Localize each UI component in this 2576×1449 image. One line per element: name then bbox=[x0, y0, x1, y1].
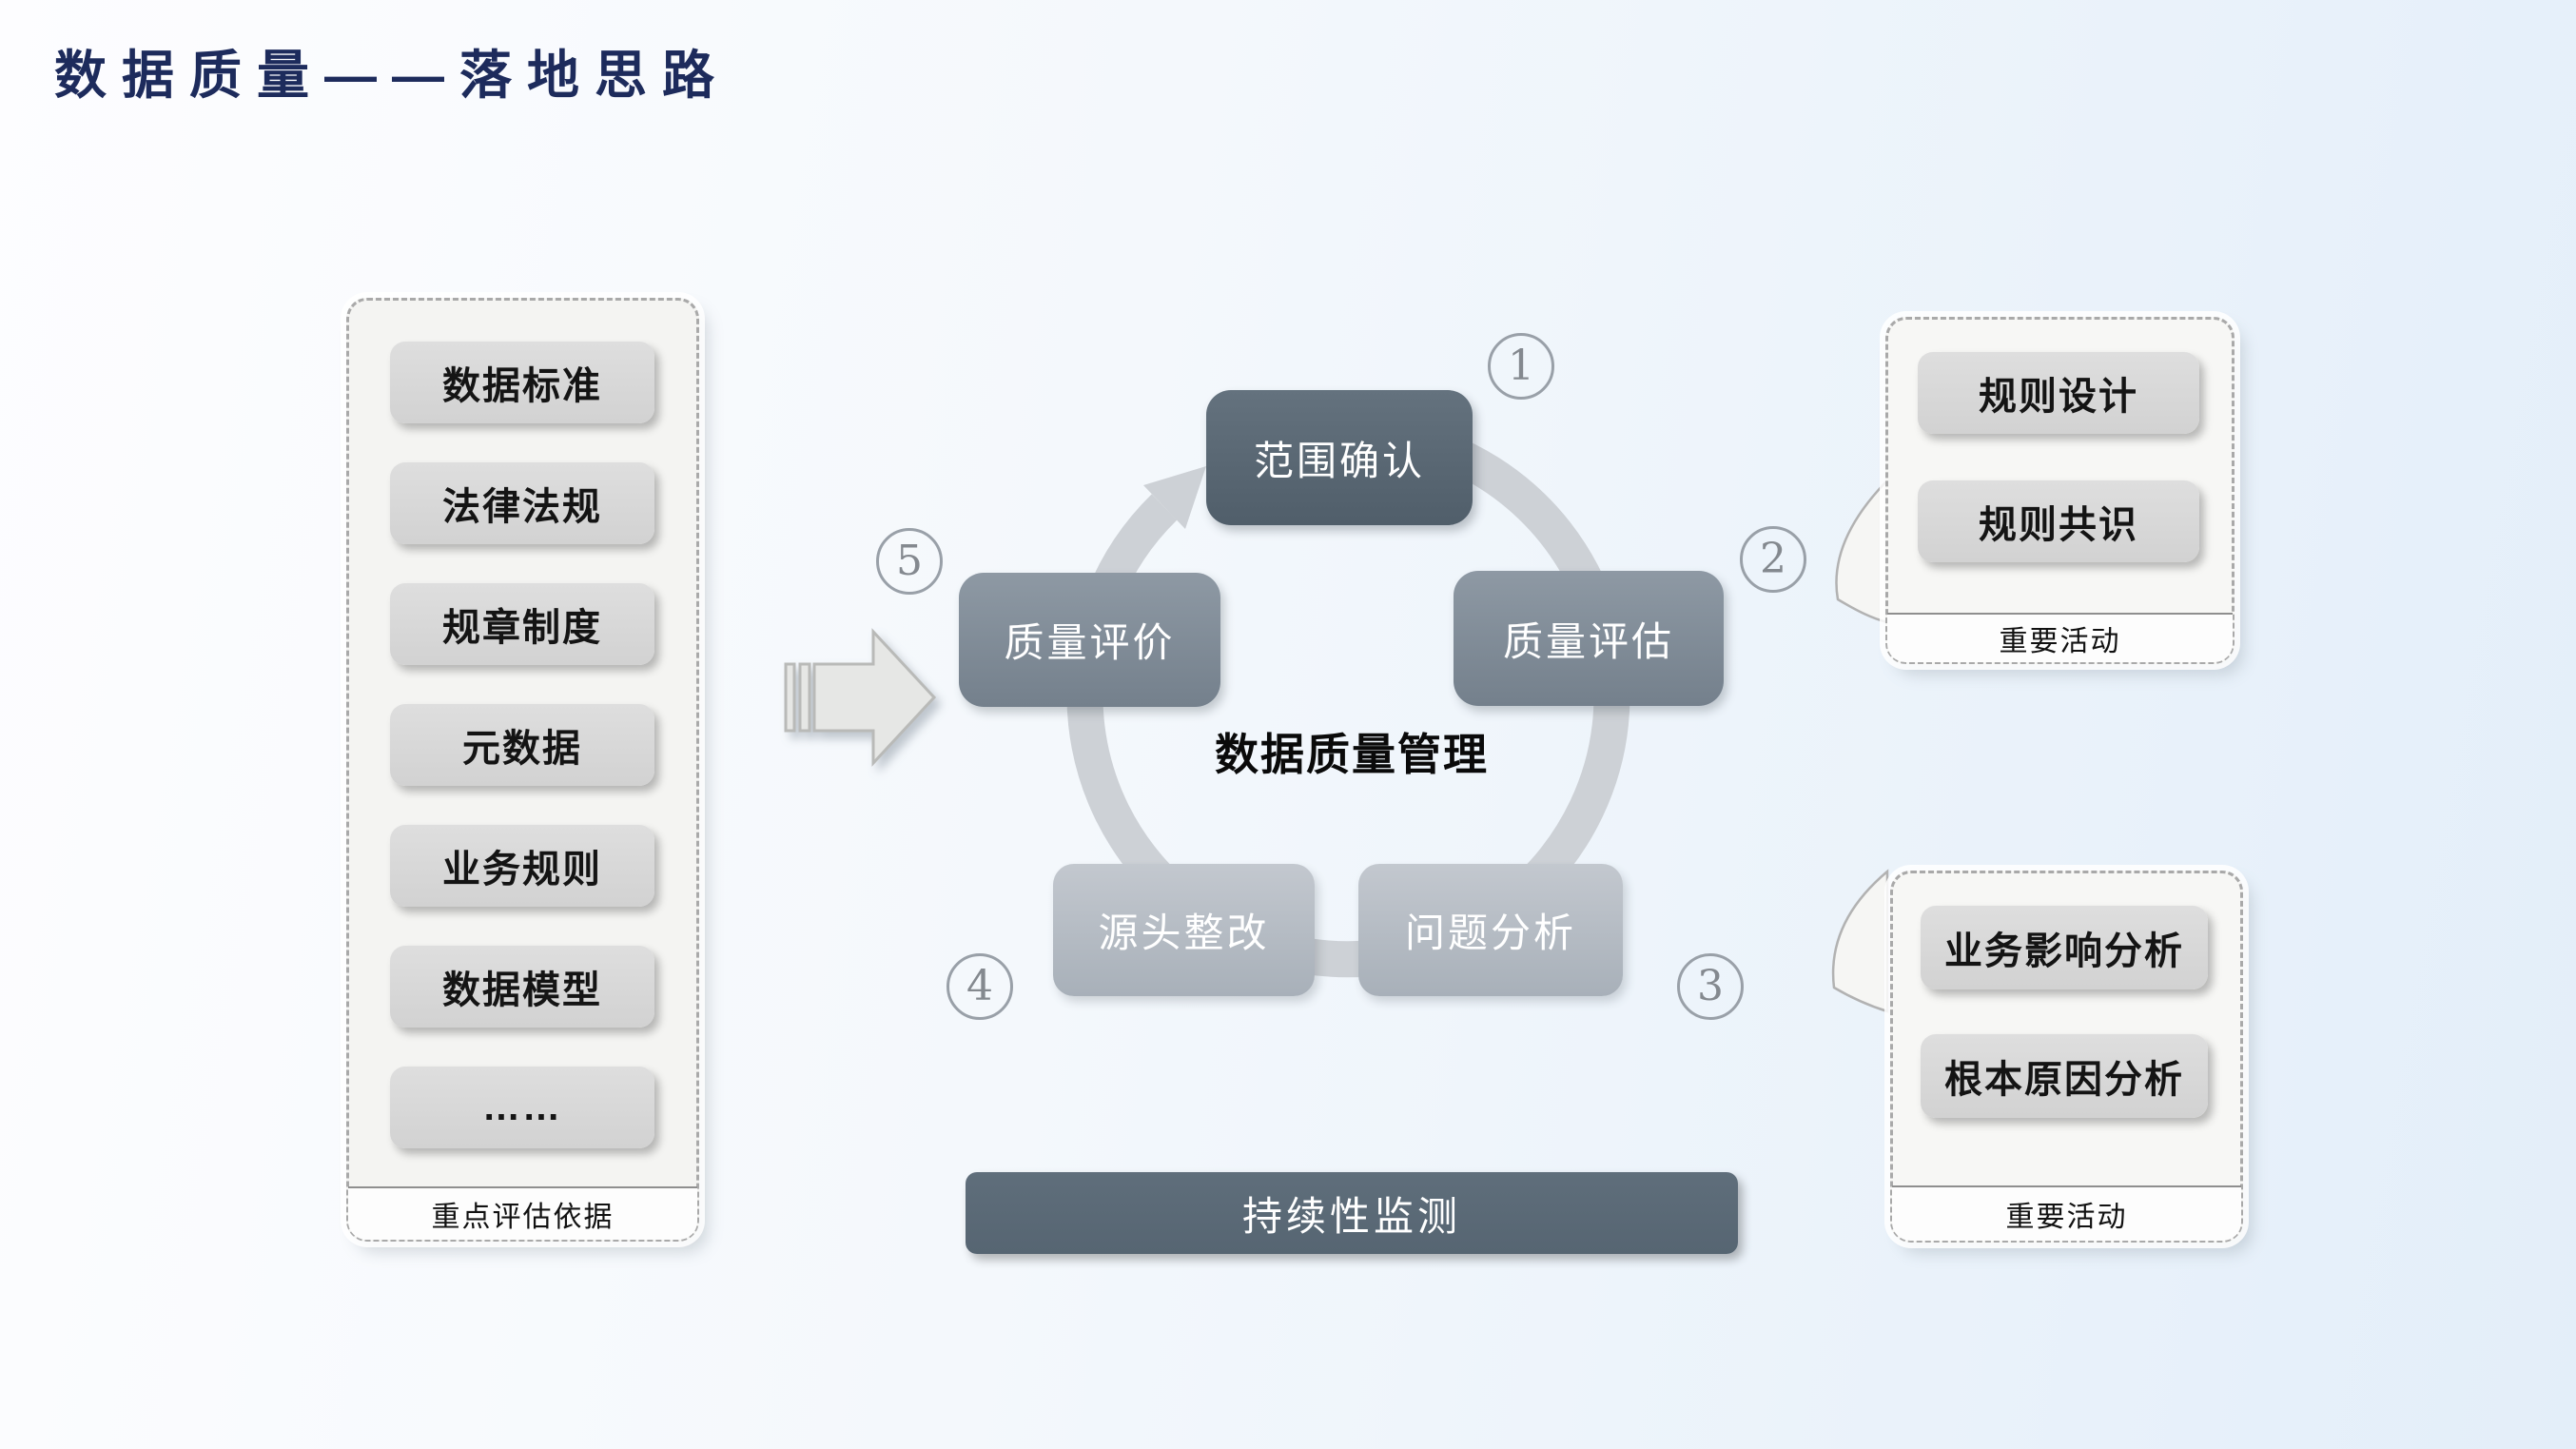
step-number-badge-1: 1 bbox=[1488, 333, 1554, 400]
striped-right-arrow-icon bbox=[784, 628, 937, 767]
step-number-badge-5: 5 bbox=[876, 528, 943, 595]
step-box-quality-evaluation: 质量评价 bbox=[959, 573, 1220, 707]
step-box-source-rectification: 源头整改 bbox=[1053, 864, 1315, 996]
evidence-item-data-standard: 数据标准 bbox=[390, 342, 654, 423]
step-box-problem-analysis: 问题分析 bbox=[1358, 864, 1623, 996]
activities-panel-top: 规则设计 规则共识 重要活动 bbox=[1885, 317, 2234, 664]
step-box-scope-confirmation: 范围确认 bbox=[1206, 390, 1473, 525]
activities-panel-bottom-footer: 重要活动 bbox=[1892, 1185, 2241, 1241]
cycle-arrowhead-icon bbox=[1143, 466, 1206, 529]
step-box-quality-assessment: 质量评估 bbox=[1454, 571, 1724, 706]
step-number-badge-3: 3 bbox=[1677, 953, 1744, 1020]
evidence-item-data-model: 数据模型 bbox=[390, 946, 654, 1028]
evidence-panel: 数据标准 法律法规 规章制度 元数据 业务规则 数据模型 …… 重点评估依据 bbox=[346, 298, 699, 1242]
callout-tail-bottom-icon bbox=[1831, 869, 1889, 1013]
activity-item-rule-consensus: 规则共识 bbox=[1918, 480, 2199, 562]
activity-item-rule-design: 规则设计 bbox=[1918, 352, 2199, 434]
evidence-item-laws: 法律法规 bbox=[390, 462, 654, 544]
callout-tail-top-icon bbox=[1835, 477, 1889, 624]
evidence-item-business-rules: 业务规则 bbox=[390, 825, 654, 907]
step-number-badge-4: 4 bbox=[946, 953, 1013, 1020]
evidence-item-ellipsis: …… bbox=[390, 1067, 654, 1148]
evidence-panel-footer: 重点评估依据 bbox=[348, 1186, 697, 1240]
cycle-center-label: 数据质量管理 bbox=[1215, 730, 1489, 779]
evidence-item-metadata: 元数据 bbox=[390, 704, 654, 786]
activity-item-root-cause-analysis: 根本原因分析 bbox=[1921, 1034, 2208, 1118]
activity-item-business-impact-analysis: 业务影响分析 bbox=[1921, 906, 2208, 989]
continuous-monitoring-bar: 持续性监测 bbox=[966, 1172, 1738, 1254]
activities-panel-top-footer: 重要活动 bbox=[1887, 613, 2233, 662]
page-title: 数据质量——落地思路 bbox=[54, 46, 731, 105]
activities-panel-bottom: 业务影响分析 根本原因分析 重要活动 bbox=[1890, 871, 2243, 1243]
step-number-badge-2: 2 bbox=[1740, 526, 1806, 593]
evidence-item-regulations: 规章制度 bbox=[390, 583, 654, 665]
